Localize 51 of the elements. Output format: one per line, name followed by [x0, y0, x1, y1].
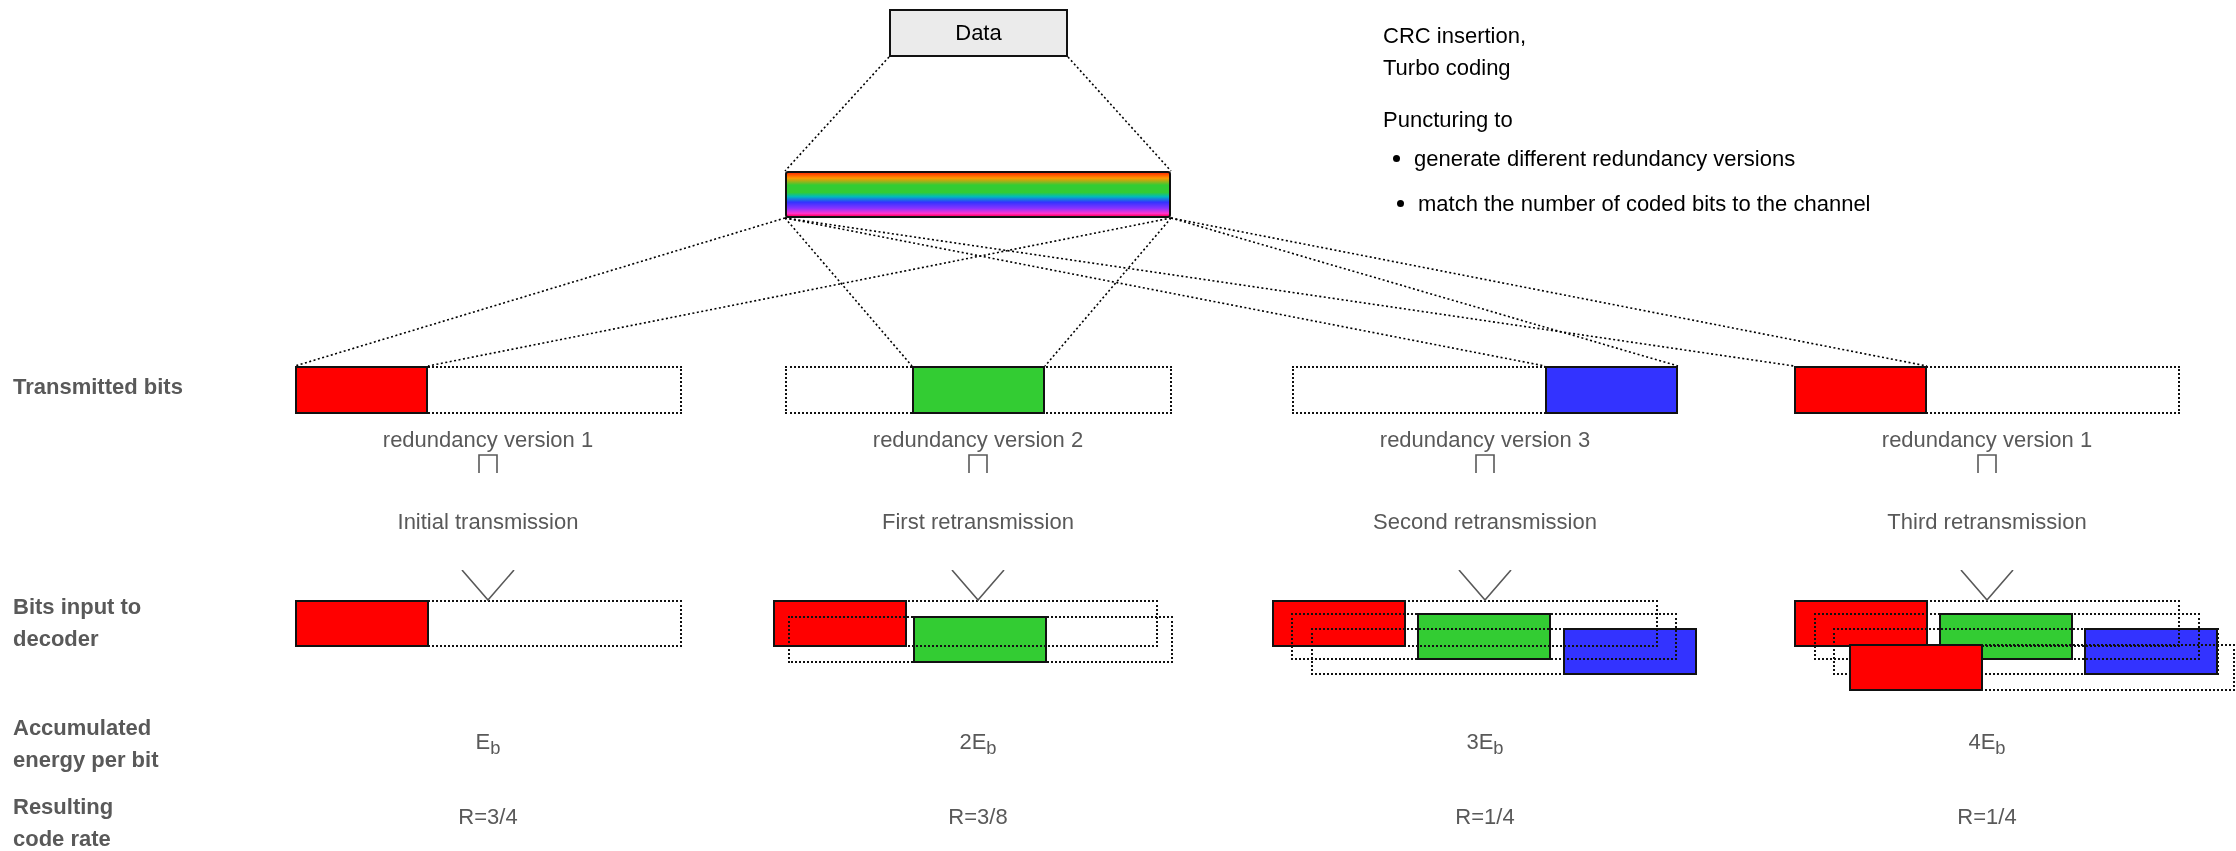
- row-header: Accumulated energy per bit: [13, 714, 160, 774]
- code-rate-value: R=3/4: [457, 803, 519, 831]
- code-rate-value: R=3/8: [947, 803, 1009, 831]
- data-box: Data: [889, 9, 1068, 57]
- energy-value: 2E$_{b}$: [958, 728, 998, 761]
- bit-frame: [295, 366, 682, 414]
- bit-frame: [785, 366, 1172, 414]
- bullet-text: match the number of coded bits to the channel: [1418, 190, 1871, 218]
- dotted-connector: [784, 217, 1795, 367]
- redundancy-block: [913, 616, 1047, 663]
- redundancy-block: [2084, 628, 2218, 675]
- redundancy-block: [1417, 613, 1551, 660]
- bit-frame: [295, 600, 682, 647]
- dotted-connector: [1170, 217, 1928, 367]
- bullet-text: generate different redundancy versions: [1414, 145, 1796, 173]
- redundancy-block: [1563, 628, 1697, 675]
- redundancy-block: [295, 600, 429, 647]
- dotted-connector: [784, 56, 890, 172]
- code-rate-value: R=1/4: [1956, 803, 2018, 831]
- version-label: redundancy version 1: [1847, 427, 2127, 455]
- redundancy-block: [912, 366, 1045, 414]
- energy-value: E$_{b}$: [474, 728, 502, 761]
- redundancy-block: [1794, 366, 1927, 414]
- version-label: redundancy version 3: [1345, 427, 1625, 455]
- row-header: Resulting code rate: [13, 793, 115, 851]
- row-header: Transmitted bits: [13, 373, 184, 401]
- energy-value: 4E$_{b}$: [1967, 728, 2007, 761]
- bit-frame: [1849, 644, 2235, 691]
- dotted-connector: [784, 217, 913, 367]
- redundancy-block: [1272, 600, 1406, 647]
- version-label: redundancy version 2: [838, 427, 1118, 455]
- dotted-connector: [1067, 56, 1172, 172]
- bit-frame: [1311, 628, 1697, 675]
- energy-value: 3E$_{b}$: [1465, 728, 1505, 761]
- redundancy-block: [773, 600, 907, 647]
- bit-frame: [1292, 366, 1678, 414]
- redundancy-block: [1849, 644, 1983, 691]
- code-rate-value: R=1/4: [1454, 803, 1516, 831]
- redundancy-block: [1545, 366, 1678, 414]
- dotted-connector: [1044, 217, 1172, 367]
- row-header: Bits input to decoder: [13, 593, 143, 653]
- dotted-connector: [427, 217, 1172, 367]
- note-text: CRC insertion, Turbo coding: [1383, 22, 1528, 82]
- dotted-connector: [294, 217, 786, 367]
- bit-frame: [788, 616, 1173, 663]
- redundancy-block: [295, 366, 428, 414]
- note-text: Puncturing to: [1383, 106, 1514, 134]
- bit-frame: [1794, 366, 2180, 414]
- version-label: redundancy version 1: [348, 427, 628, 455]
- redundancy-block: [1794, 600, 1928, 647]
- coded-bits-bar: [785, 171, 1171, 218]
